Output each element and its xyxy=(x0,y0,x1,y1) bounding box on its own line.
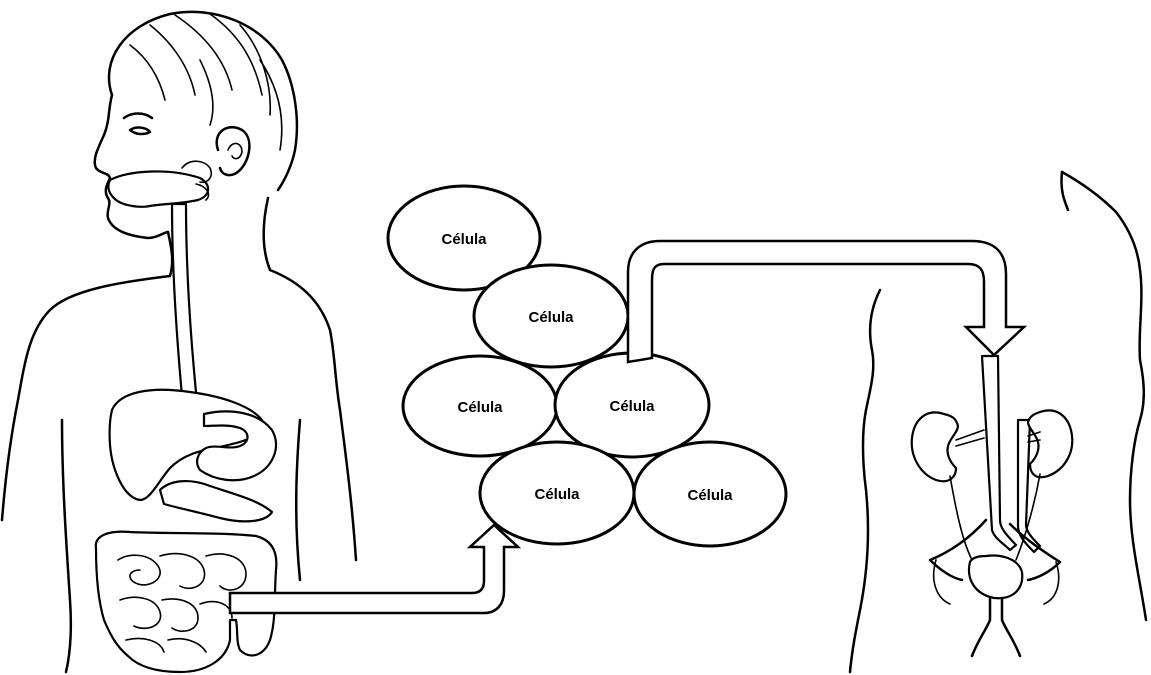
ear xyxy=(215,125,251,177)
torso-left xyxy=(60,418,73,674)
cell-6: Célula xyxy=(632,440,788,548)
face-profile xyxy=(93,93,170,240)
esophagus xyxy=(170,202,208,416)
stomach xyxy=(196,410,278,482)
hair-outline xyxy=(107,10,299,192)
aorta xyxy=(980,354,1018,552)
neck-back xyxy=(262,196,272,272)
cell-label: Célula xyxy=(457,399,503,416)
iliac-right xyxy=(1008,522,1062,582)
renal-vessels xyxy=(955,429,1041,447)
iliac-left xyxy=(928,518,988,582)
ear-inner xyxy=(227,142,243,160)
cell-4: Célula xyxy=(553,351,711,459)
back-outline-right xyxy=(1060,170,1148,622)
pelvic-lines xyxy=(932,559,1060,605)
back-shoulder xyxy=(1060,170,1070,212)
small-intestine xyxy=(117,552,247,653)
left-shoulder-arm xyxy=(0,274,172,522)
pancreas xyxy=(158,480,274,523)
torso-right xyxy=(294,418,302,582)
urethra xyxy=(970,596,1022,658)
left-kidney xyxy=(910,411,960,483)
eye xyxy=(128,126,152,136)
urinary-system-figure xyxy=(848,170,1148,674)
hair-strands xyxy=(129,13,283,151)
cell-label: Célula xyxy=(528,309,574,326)
cell-label: Célula xyxy=(534,486,580,503)
bladder xyxy=(967,554,1024,600)
oral-cavity xyxy=(107,170,210,208)
cell-label: Célula xyxy=(441,231,487,248)
right-shoulder-arm xyxy=(268,268,358,562)
arrow-cells-to-kidneys xyxy=(626,239,1028,364)
right-kidney xyxy=(1026,409,1074,479)
cell-2: Célula xyxy=(472,263,630,369)
eyebrow xyxy=(122,112,154,120)
salivary-glands xyxy=(181,160,213,201)
back-outline-left xyxy=(848,288,882,674)
cell-label: Célula xyxy=(687,487,733,504)
cell-label: Célula xyxy=(609,398,655,415)
cell-cluster: Célula Célula Célula Célula Célula Célul… xyxy=(386,184,788,548)
cell-3: Célula xyxy=(401,354,559,458)
arrow-intestine-to-cells xyxy=(228,523,522,615)
left-ureter xyxy=(949,475,973,561)
right-ureter xyxy=(1015,473,1041,561)
digestive-system-figure xyxy=(0,10,358,674)
cell-5: Célula xyxy=(478,440,636,546)
cell-1: Célula xyxy=(386,184,542,292)
